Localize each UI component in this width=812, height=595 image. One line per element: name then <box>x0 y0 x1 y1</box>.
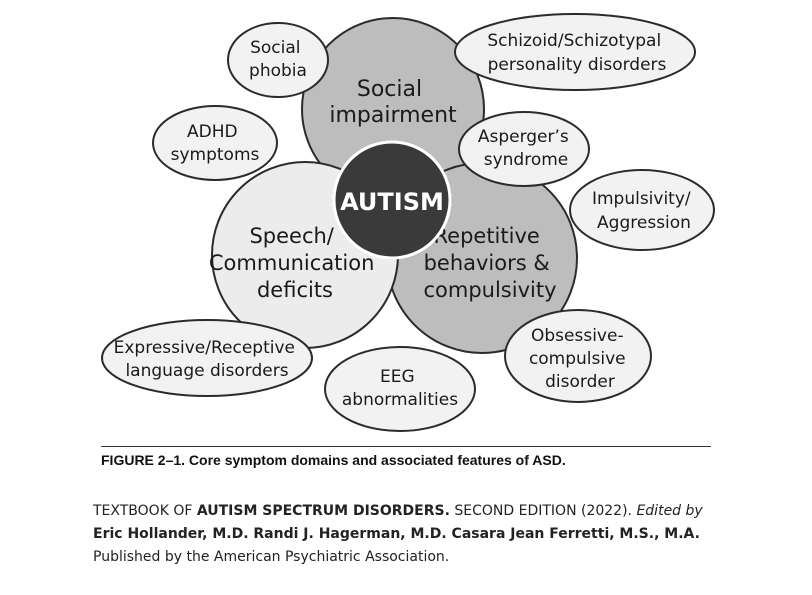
node-social-impairment: Social impairment <box>301 17 485 201</box>
autism-circle <box>332 140 452 260</box>
social-impairment-label: Social impairment <box>329 77 457 128</box>
node-autism: AUTISM <box>332 140 452 260</box>
node-social-phobia: Social phobia <box>227 22 329 98</box>
credit-text-1: TEXTBOOK OF <box>93 503 197 519</box>
credit-publisher: Published by the American Psychiatric As… <box>93 549 450 565</box>
asd-diagram: Social impairment Repetitive behaviors &… <box>101 13 715 432</box>
eeg-ellipse <box>324 346 476 432</box>
speech-label: Speech/ Communication deficits <box>209 224 381 302</box>
schizoid-ellipse <box>454 13 696 91</box>
node-schizoid: Schizoid/Schizotypal personality disorde… <box>454 13 696 91</box>
credit-book-title: AUTISM SPECTRUM DISORDERS. <box>196 503 450 519</box>
node-impulsivity: Impulsivity/ Aggression <box>569 169 715 251</box>
figure-caption: FIGURE 2–1. Core symptom domains and ass… <box>101 452 566 468</box>
autism-label: AUTISM <box>340 188 444 216</box>
schizoid-label: Schizoid/Schizotypal personality disorde… <box>487 31 666 75</box>
credit-text-2: SECOND EDITION (2022). <box>449 503 637 519</box>
expressive-ellipse <box>101 319 313 397</box>
caption-divider <box>101 446 711 447</box>
ocd-label: Obsessive- compulsive disorder <box>529 326 631 392</box>
asperger-label: Asperger’s syndrome <box>478 127 574 170</box>
repetitive-label: Repetitive behaviors & compulsivity <box>423 224 556 302</box>
asperger-ellipse <box>458 111 590 187</box>
node-eeg: EEG abnormalities <box>324 346 476 432</box>
social-phobia-ellipse <box>227 22 329 98</box>
impulsivity-ellipse <box>569 169 715 251</box>
node-asperger: Asperger’s syndrome <box>458 111 590 187</box>
eeg-label: EEG abnormalities <box>342 367 458 410</box>
node-expressive: Expressive/Receptive language disorders <box>101 319 313 397</box>
expressive-label: Expressive/Receptive language disorders <box>114 338 301 381</box>
adhd-ellipse <box>152 105 278 181</box>
ocd-ellipse <box>504 309 652 403</box>
source-credit: TEXTBOOK OF AUTISM SPECTRUM DISORDERS. S… <box>93 500 733 569</box>
credit-edited-by: Edited by <box>636 503 703 519</box>
social-phobia-label: Social phobia <box>249 38 307 81</box>
node-ocd: Obsessive- compulsive disorder <box>504 309 652 403</box>
impulsivity-label: Impulsivity/ Aggression <box>592 189 696 233</box>
node-adhd: ADHD symptoms <box>152 105 278 181</box>
credit-editors: Eric Hollander, M.D. Randi J. Hagerman, … <box>93 526 700 542</box>
adhd-label: ADHD symptoms <box>171 122 260 165</box>
